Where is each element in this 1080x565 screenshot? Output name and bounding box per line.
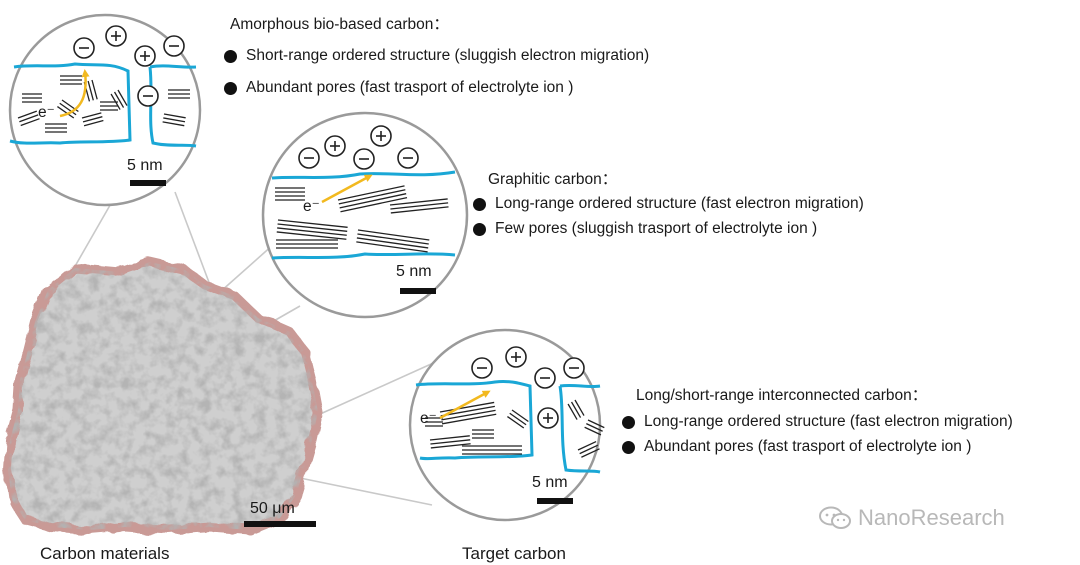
bullet-dot [622,440,635,454]
bullet-interconnected-1: Long-range ordered structure (fast elect… [622,413,1013,431]
panel-title-amorphous: Amorphous bio-based carbon： [230,16,449,33]
bullet-dot [622,415,635,429]
bullet-interconnected-2: Abundant pores (fast trasport of electro… [622,438,971,456]
electron-label: e⁻ [420,410,437,427]
bullet-dot [224,81,237,95]
anion-icon [353,148,375,170]
cation-icon [370,125,392,147]
anion-icon [471,357,493,379]
electron-label: e⁻ [38,104,55,121]
anion-icon [163,35,185,57]
bullet-dot [473,222,486,236]
anion-icon [397,147,419,169]
bullet-graphitic-1: Long-range ordered structure (fast elect… [473,195,864,213]
caption-target-carbon: Target carbon [462,544,566,563]
caption-carbon-materials: Carbon materials [40,544,170,563]
particle-scale-bar [244,521,316,527]
electron-label: e⁻ [303,198,320,215]
anion-icon [563,357,585,379]
watermark: NanoResearch [818,506,1005,530]
cation-icon [505,346,527,368]
bullet-text: Few pores (sluggish trasport of electrol… [495,220,818,237]
panel-title-graphitic: Graphitic carbon： [488,171,618,188]
ion-symbols [73,25,585,429]
cation-icon [105,25,127,47]
bullet-text: Abundant pores (fast trasport of electro… [246,79,574,96]
watermark-text: NanoResearch [858,505,1005,530]
wechat-icon [819,506,851,529]
scale-label-graphitic: 5 nm [396,263,432,280]
panel-title-interconnected: Long/short-range interconnected carbon： [636,387,928,404]
anion-icon [137,85,159,107]
bullet-amorphous-2: Abundant pores (fast trasport of electro… [224,79,573,97]
anion-icon [298,147,320,169]
bullet-graphitic-2: Few pores (sluggish trasport of electrol… [473,220,817,238]
cation-icon [324,135,346,157]
scale-label-amorphous: 5 nm [127,157,163,174]
bullet-dot [473,197,486,211]
bullet-text: Abundant pores (fast trasport of electro… [644,438,972,455]
carbon-particle-sem-image [3,257,323,535]
bullet-text: Long-range ordered structure (fast elect… [644,413,1013,430]
particle-scale-label: 50 μm [250,500,295,517]
zoom-circle-graphitic [261,111,469,319]
bullet-amorphous-1: Short-range ordered structure (sluggish … [224,47,649,65]
bullet-dot [224,49,237,63]
bullet-text: Short-range ordered structure (sluggish … [246,47,650,64]
cation-icon [134,45,156,67]
anion-icon [534,367,556,389]
scale-label-interconnected: 5 nm [532,474,568,491]
bullet-text: Long-range ordered structure (fast elect… [495,195,864,212]
cation-icon [537,407,559,429]
anion-icon [73,37,95,59]
